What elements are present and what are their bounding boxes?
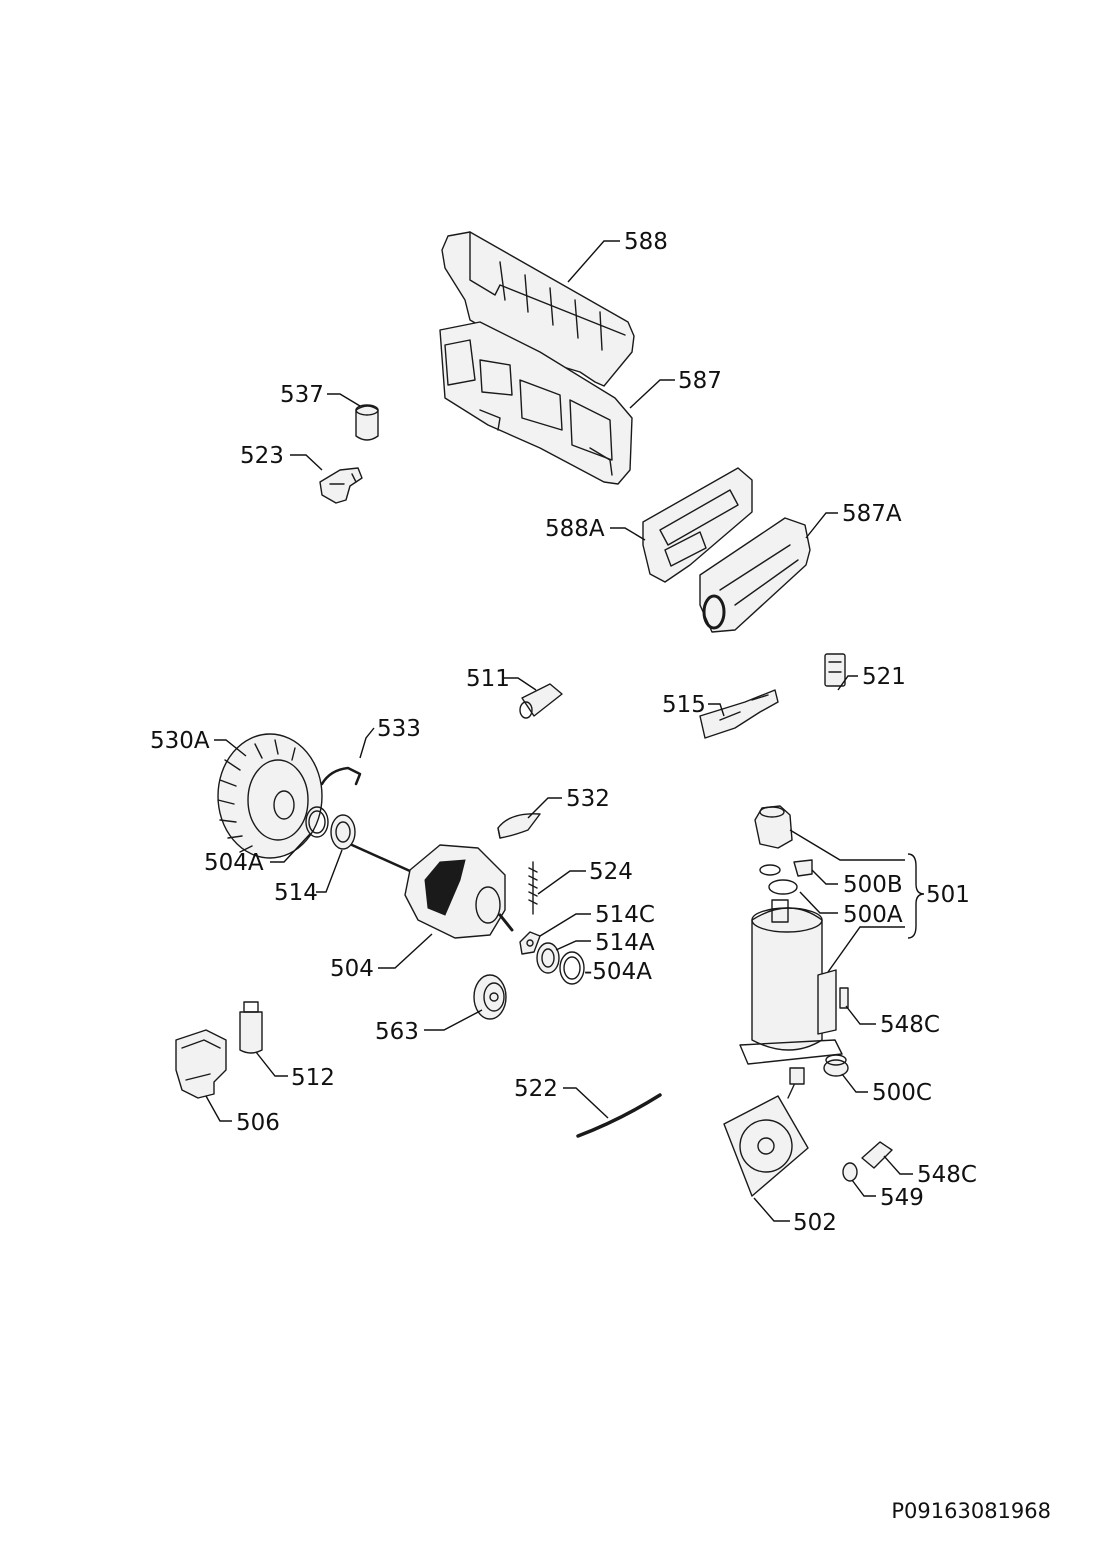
part-588-cover xyxy=(441,231,635,387)
label-515: 515 xyxy=(662,692,706,718)
label-563: 563 xyxy=(375,1019,419,1045)
part-532 xyxy=(497,813,541,839)
part-515 xyxy=(699,689,779,739)
part-549 xyxy=(842,1162,858,1182)
part-500A xyxy=(759,864,798,895)
part-530A-blower-wheel xyxy=(217,733,323,859)
part-514C xyxy=(519,931,541,955)
part-504A-ring-right xyxy=(559,951,585,985)
label-523: 523 xyxy=(240,443,284,469)
label-500C: 500C xyxy=(872,1080,932,1106)
label-500B: 500B xyxy=(843,872,903,898)
document-code: P09163081968 xyxy=(891,1499,1051,1523)
part-537 xyxy=(355,404,379,441)
label-501: 501 xyxy=(926,882,970,908)
label-514C: 514C xyxy=(595,902,655,928)
label-504: 504 xyxy=(330,956,374,982)
part-511 xyxy=(519,683,563,719)
part-521 xyxy=(824,653,846,687)
part-labels: 588 587 537 523 588A 587A 511 521 515 53… xyxy=(150,229,977,1236)
part-504A-ring-left xyxy=(305,806,329,838)
label-548C-upper: 548C xyxy=(880,1012,940,1038)
part-504-motor xyxy=(350,843,514,939)
leader-lines xyxy=(205,240,925,1222)
label-587A: 587A xyxy=(842,501,902,527)
label-549: 549 xyxy=(880,1185,924,1211)
label-522: 522 xyxy=(514,1076,558,1102)
part-514A-seal-right xyxy=(536,942,560,974)
part-563-pulley xyxy=(473,974,507,1020)
part-506-pump xyxy=(175,1029,227,1099)
label-514A: 514A xyxy=(595,930,655,956)
part-522 xyxy=(576,1093,662,1138)
part-512-capacitor xyxy=(239,1001,263,1054)
label-504A-right: -504A xyxy=(584,959,652,985)
part-548C-lower xyxy=(861,1141,893,1169)
label-521: 521 xyxy=(862,664,906,690)
label-512: 512 xyxy=(291,1065,335,1091)
label-532: 532 xyxy=(566,786,610,812)
part-533 xyxy=(320,766,362,786)
part-500B xyxy=(754,805,813,877)
label-500A: 500A xyxy=(843,902,903,928)
part-587-control-unit xyxy=(439,321,633,485)
label-533: 533 xyxy=(377,716,421,742)
label-537: 537 xyxy=(280,382,324,408)
label-587: 587 xyxy=(678,368,722,394)
label-530A: 530A xyxy=(150,728,210,754)
part-588A-panel xyxy=(642,467,753,583)
part-524-spring xyxy=(528,861,538,915)
label-504A-left: 504A xyxy=(204,850,264,876)
label-514-left: 514 xyxy=(274,880,318,906)
part-548C-upper xyxy=(839,987,849,1009)
label-588A: 588A xyxy=(545,516,605,542)
part-compressor xyxy=(739,899,843,1065)
label-511: 511 xyxy=(466,666,510,692)
label-502: 502 xyxy=(793,1210,837,1236)
label-524: 524 xyxy=(589,859,633,885)
label-588: 588 xyxy=(624,229,668,255)
label-548C-lower: 548C xyxy=(917,1162,977,1188)
part-523 xyxy=(319,467,363,504)
part-500C xyxy=(823,1054,849,1077)
part-587A-board xyxy=(699,517,811,633)
label-506: 506 xyxy=(236,1110,280,1136)
part-514-seal-left xyxy=(330,814,356,850)
part-502-fan xyxy=(723,1067,809,1197)
